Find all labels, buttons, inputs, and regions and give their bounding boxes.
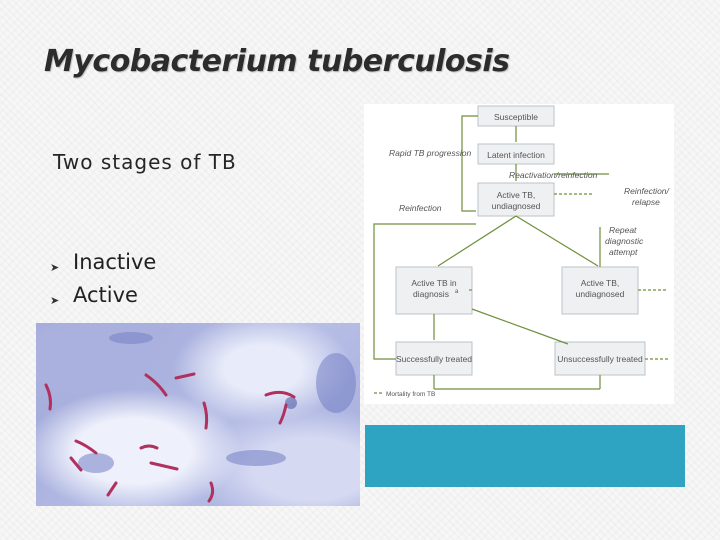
teal-banner [365, 425, 685, 487]
node-diagnosis-line2: diagnosis [413, 289, 449, 299]
acid-fast-bacilli-micrograph [44, 332, 356, 503]
label-rapid: Rapid TB progression [389, 148, 471, 158]
label-repeat-2: diagnostic [605, 236, 644, 246]
label-reinfection: Reinfection [399, 203, 442, 213]
bullet-label: Inactive [73, 250, 157, 274]
slide-subtitle: Two stages of TB [53, 150, 237, 174]
node-susceptible-label: Susceptible [494, 112, 538, 122]
bacilli-micrograph-image [36, 323, 360, 506]
bullet-list: ➤ Inactive ➤ Active [50, 248, 156, 314]
node-latent-label: Latent infection [487, 150, 545, 160]
arrow-bullet-icon: ➤ [50, 294, 60, 307]
node-active-line1: Active TB, [497, 190, 536, 200]
bullet-label: Active [73, 283, 138, 307]
node-diagnosis-sup: a [455, 289, 459, 295]
slide-title: Mycobacterium tuberculosis [44, 44, 510, 79]
node-active2-line1: Active TB, [581, 278, 620, 288]
label-mortality: Mortality from TB [386, 391, 435, 398]
label-repeat-1: Repeat [609, 225, 637, 235]
label-reactivation: Reactivation/reinfection [509, 170, 598, 180]
bullet-item-active: ➤ Active [50, 281, 156, 314]
bullet-item-inactive: ➤ Inactive [50, 248, 156, 281]
label-reinfection-relapse-2: relapse [632, 197, 660, 207]
node-successfully-treated-label: Successfully treated [396, 354, 472, 364]
node-unsuccessfully-treated-label: Unsuccessfully treated [557, 354, 643, 364]
arrow-bullet-icon: ➤ [50, 261, 60, 274]
label-repeat-3: attempt [609, 247, 638, 257]
node-active2-line2: undiagnosed [576, 289, 625, 299]
node-active-in-diagnosis [395, 266, 473, 315]
tb-transmission-diagram: Susceptible Latent infection Active TB, … [364, 104, 674, 404]
node-diagnosis-line1: Active TB in [411, 278, 456, 288]
node-unsuccessfully-treated [554, 341, 646, 376]
node-active-undiagnosed [477, 182, 555, 217]
node-active-line2: undiagnosed [492, 201, 541, 211]
label-reinfection-relapse-1: Reinfection/ [624, 186, 671, 196]
